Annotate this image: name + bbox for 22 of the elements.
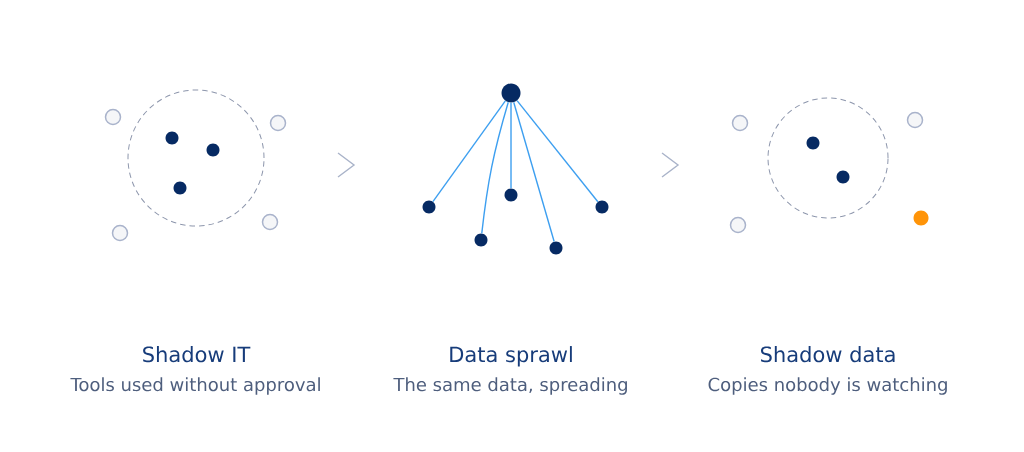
heading: Shadow data bbox=[760, 346, 895, 363]
dot bbox=[501, 83, 521, 103]
hollow-circle bbox=[269, 114, 287, 132]
hollow-circle bbox=[731, 114, 749, 132]
subtitle: Tools used without approval bbox=[70, 377, 320, 395]
heading: Data sprawl bbox=[450, 346, 572, 367]
hollow-circle bbox=[729, 216, 747, 234]
connector-line bbox=[516, 99, 599, 203]
connector-line bbox=[510, 102, 512, 189]
hollow-circle bbox=[111, 224, 129, 242]
hollow-circle bbox=[906, 111, 924, 129]
connector-line bbox=[432, 100, 507, 203]
connector-line bbox=[481, 101, 509, 235]
dashed-circle bbox=[767, 97, 889, 219]
connector-line bbox=[513, 101, 555, 243]
dashed-circle bbox=[127, 89, 265, 227]
hollow-circle bbox=[104, 108, 122, 126]
hollow-circle bbox=[261, 213, 279, 231]
dot bbox=[913, 210, 929, 226]
subtitle: The same data, spreading bbox=[393, 377, 627, 395]
subtitle: Copies nobody is watching bbox=[708, 377, 947, 395]
heading: Shadow IT bbox=[143, 346, 251, 363]
